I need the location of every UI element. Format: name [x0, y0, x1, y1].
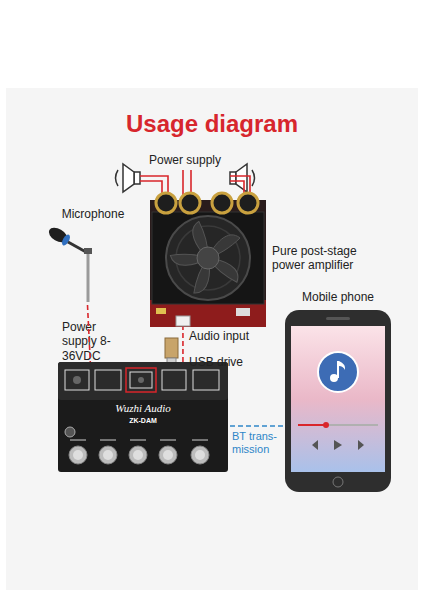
- speaker-magnet: [134, 172, 140, 184]
- heatsink: [152, 212, 264, 304]
- capacitor: [238, 193, 258, 213]
- speaker-cone: [236, 164, 247, 192]
- progress-dot: [323, 422, 329, 428]
- control-board: Wuzhi AudioZK-DAM: [58, 362, 228, 472]
- jack: [73, 376, 81, 384]
- phone-screen: [291, 326, 385, 472]
- progress-fill: [298, 424, 326, 426]
- next-button: [358, 440, 364, 450]
- knob-cap: [73, 450, 83, 460]
- node-label: Mobile phone: [283, 290, 393, 304]
- music-icon: [318, 352, 358, 392]
- music-note: [330, 374, 338, 382]
- amplifier-board: Pure post-stage power amplifier: [150, 192, 266, 327]
- fan-hub: [197, 247, 219, 269]
- component: [236, 308, 250, 316]
- component: [156, 308, 166, 314]
- knob-cap: [133, 450, 143, 460]
- annotation-label: USB drive: [189, 355, 269, 369]
- knob-cap: [195, 450, 205, 460]
- port-icon: [95, 370, 121, 390]
- amplifier-illustration: [150, 193, 266, 327]
- node-label: ZK-DAM: [58, 417, 228, 425]
- marking: [70, 440, 86, 441]
- progress-bar: [298, 424, 378, 426]
- speaker-right: [230, 164, 255, 192]
- sound-wave: [116, 170, 119, 186]
- music-note: [339, 361, 345, 370]
- speaker-left: [116, 164, 141, 192]
- control-board-illustration: [58, 362, 228, 472]
- speaker-magnet: [230, 172, 236, 184]
- home-button: [333, 477, 343, 487]
- amp-pcb: [150, 200, 266, 327]
- usb-drive-illustration: [165, 338, 178, 364]
- port-highlight: [126, 368, 156, 392]
- knobs: [69, 446, 209, 464]
- annotation-label: Power supply 8-36VDC: [62, 320, 118, 363]
- sound-wave: [252, 170, 255, 186]
- capacitor: [156, 193, 176, 213]
- knob: [69, 446, 87, 464]
- phone-illustration: [285, 310, 391, 492]
- knob: [129, 446, 147, 464]
- connector-label: Audio input: [189, 329, 269, 343]
- jack: [138, 377, 144, 383]
- diagram-title: Usage diagram: [0, 110, 424, 139]
- fan-frame: [166, 216, 250, 300]
- node-label: Wuzhi Audio: [58, 402, 228, 415]
- usb-body: [165, 338, 178, 358]
- panel-background: [6, 88, 418, 590]
- phone-speaker: [326, 317, 350, 320]
- speaker-wires: [140, 170, 250, 196]
- port-icon: [130, 372, 152, 388]
- connector-label: BT trans- mission: [232, 430, 282, 456]
- port-icon: [162, 370, 186, 390]
- port-icon: [65, 370, 89, 390]
- mobile-phone: Mobile phone: [283, 288, 393, 493]
- mic-jack: [65, 427, 75, 437]
- connector-line: [228, 425, 283, 427]
- music-note: [337, 361, 339, 378]
- board-body: [58, 362, 228, 472]
- knob-cap: [103, 450, 113, 460]
- microphone: Microphone: [38, 205, 148, 305]
- phone-body: [285, 310, 391, 492]
- mic-body: [68, 242, 86, 252]
- connector-line: [182, 327, 184, 362]
- annotation-label: Power supply: [135, 153, 235, 167]
- mic-clamp: [84, 248, 92, 254]
- marking: [192, 440, 208, 441]
- knob-cap: [163, 450, 173, 460]
- connector-line: [88, 305, 91, 362]
- prev-button: [312, 440, 318, 450]
- knob: [191, 446, 209, 464]
- capacitor: [212, 193, 232, 213]
- fan-blades: [169, 220, 240, 295]
- capacitor: [180, 193, 200, 213]
- play-button: [334, 440, 342, 450]
- marking: [100, 440, 116, 441]
- port-icon: [193, 370, 219, 390]
- knob: [99, 446, 117, 464]
- wire: [182, 170, 184, 196]
- node-label: Microphone: [38, 207, 148, 221]
- input-connector: [176, 316, 190, 326]
- knob-caps: [73, 450, 205, 460]
- panel-markings: [70, 440, 208, 441]
- knob: [159, 446, 177, 464]
- microphone-illustration: [46, 225, 92, 302]
- marking: [160, 440, 176, 441]
- wire: [140, 181, 162, 196]
- node-label: Pure post-stage power amplifier: [272, 244, 382, 273]
- mic-stand: [87, 250, 90, 302]
- speaker-cone: [123, 164, 134, 192]
- marking: [130, 440, 146, 441]
